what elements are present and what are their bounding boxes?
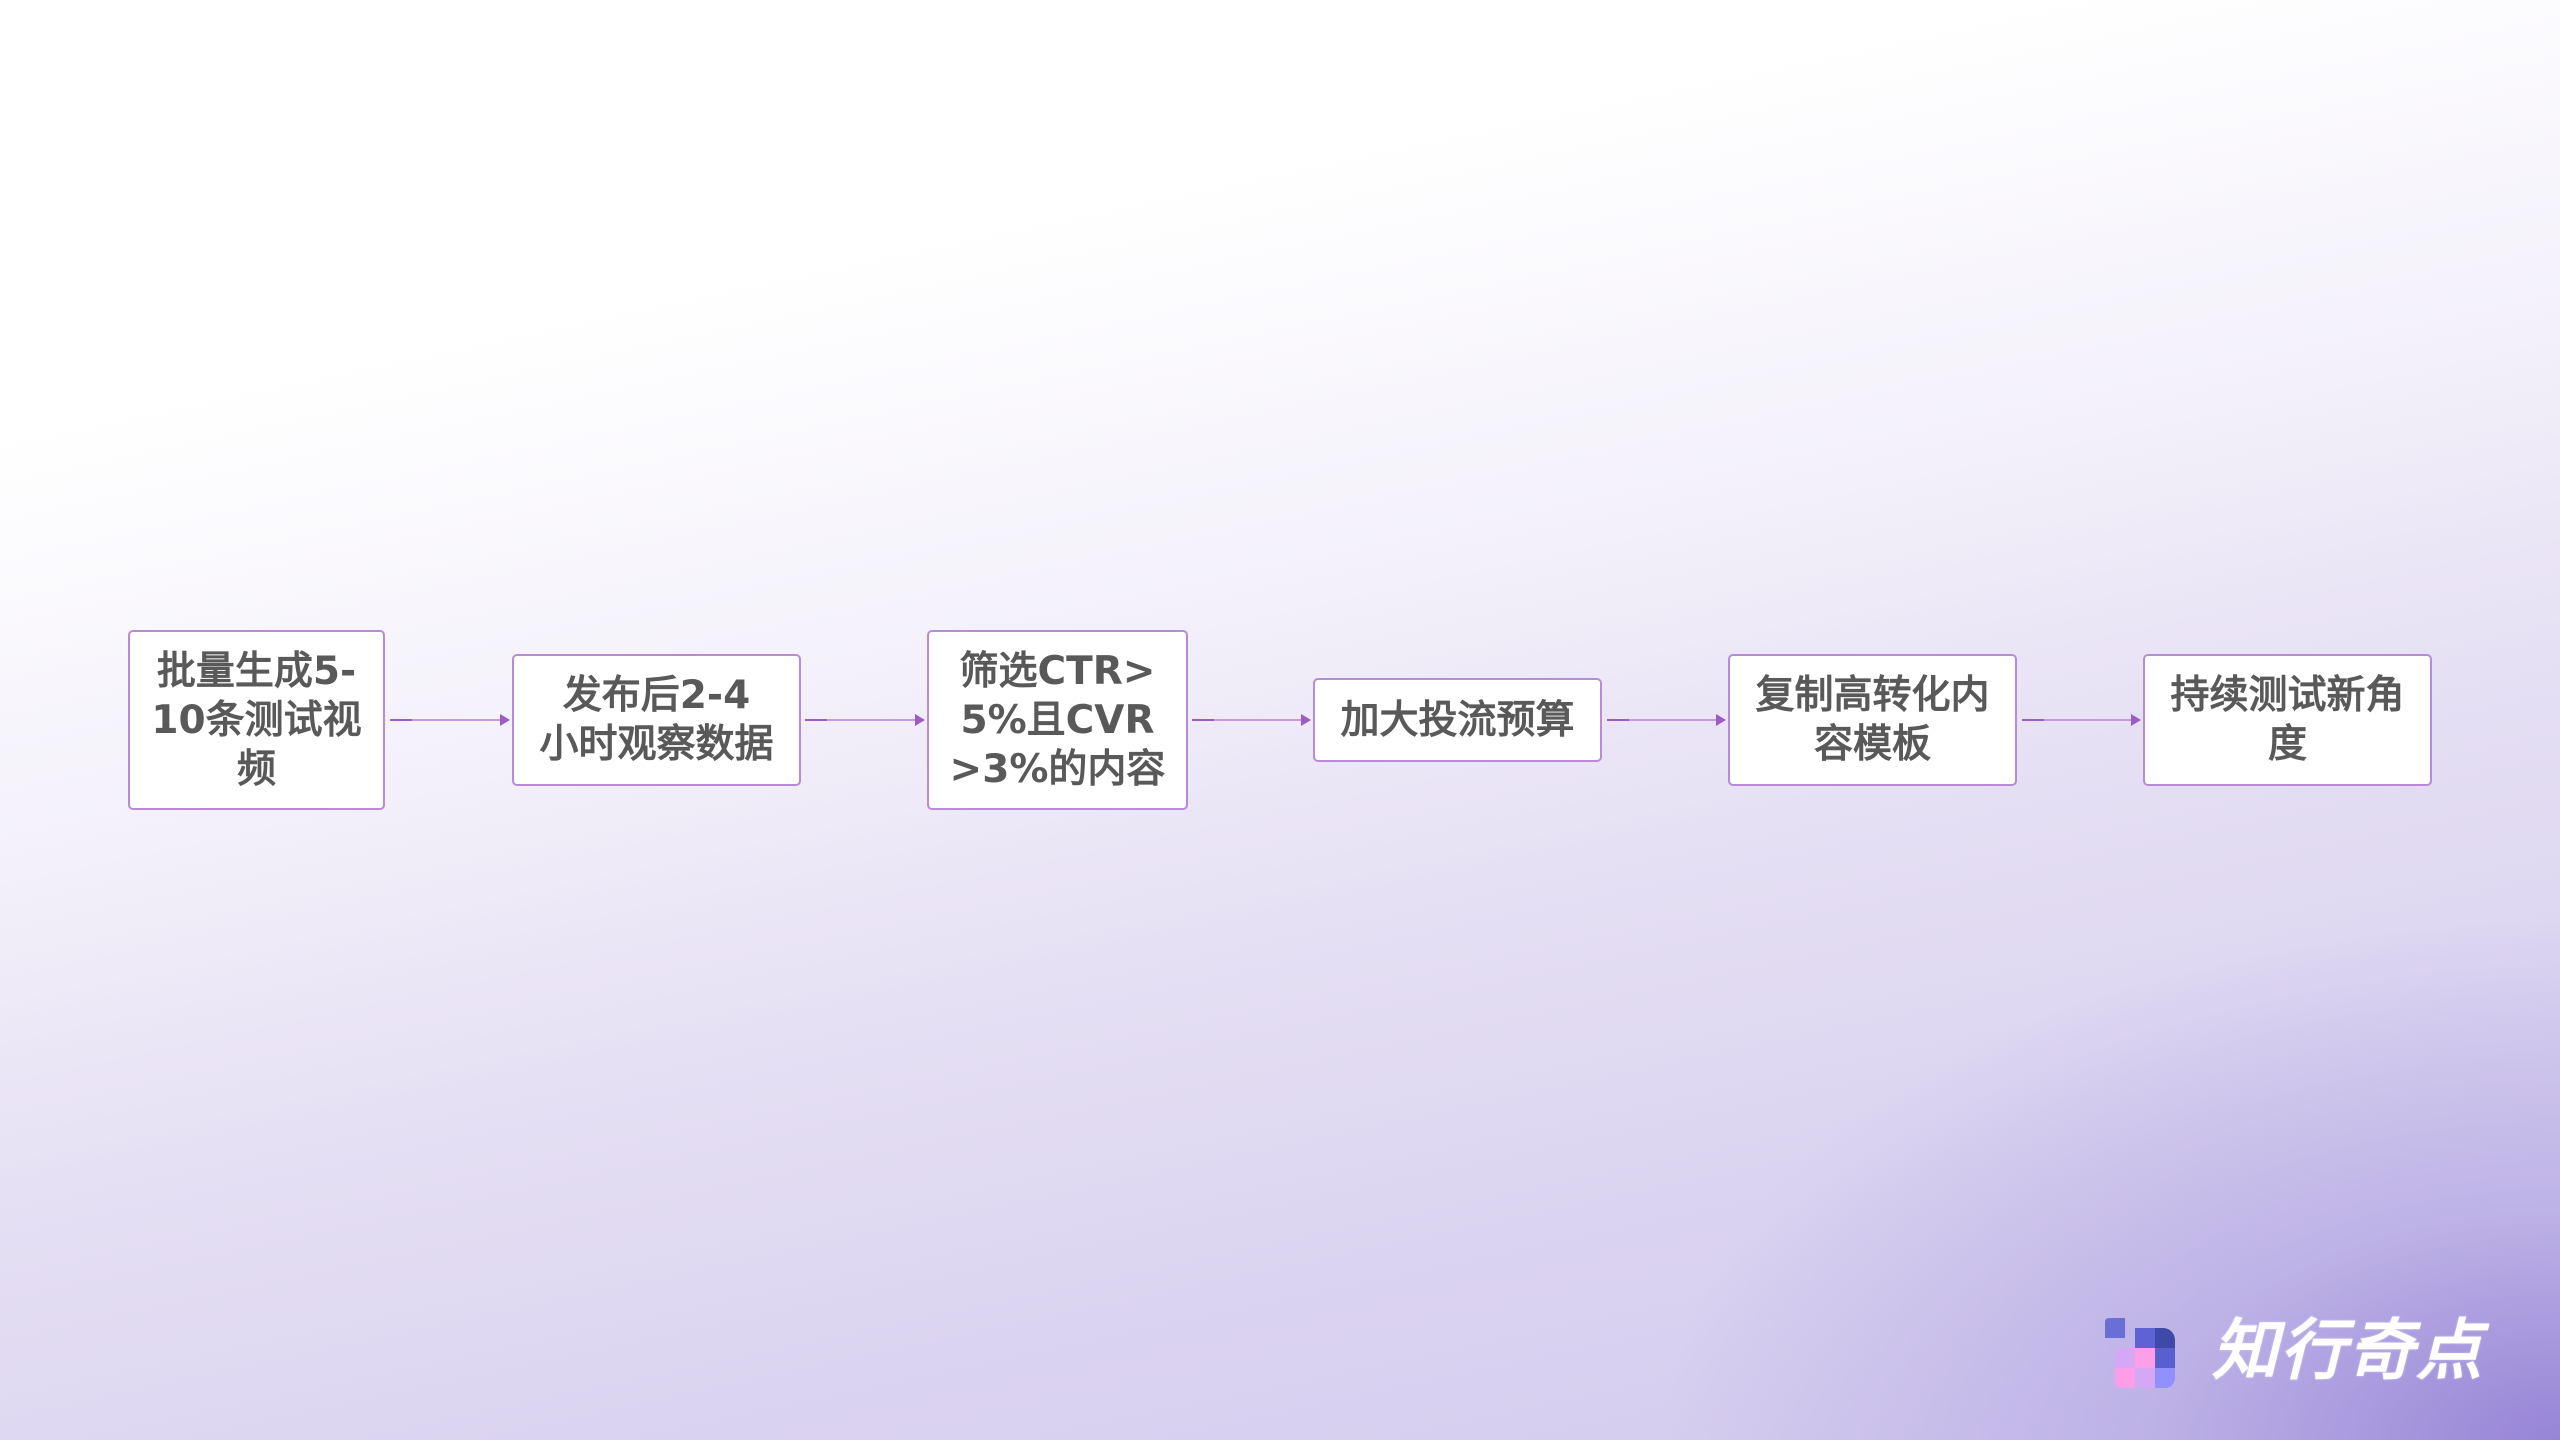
flow-node-filter-ctr-cvr: 筛选CTR> 5%且CVR >3%的内容 [927,630,1188,810]
node-text: 持续测试新角 度 [2170,671,2404,769]
node-line: 频 [236,746,276,792]
pixel-grid-logo-icon [2100,1312,2176,1390]
flow-node-increase-budget: 加大投流预算 [1313,678,1602,762]
node-line: 5%且CVR [960,697,1155,743]
arrow-n2-to-n3 [805,714,925,726]
node-line: 加大投流预算 [1340,697,1575,743]
arrow-n1-to-n2 [390,714,510,726]
node-line: 复制高转化内 [1755,673,1990,718]
node-text: 发布后2-4 小时观察数据 [539,671,773,769]
node-line: 持续测试新角 [2170,673,2405,718]
node-line: 批量生成5- [156,648,357,694]
node-line: 筛选CTR> [959,648,1156,694]
node-line: 小时观察数据 [539,722,774,767]
arrow-n5-to-n6 [2022,714,2141,726]
node-text: 批量生成5- 10条测试视 频 [151,647,361,794]
flow-node-batch-generate: 批量生成5- 10条测试视 频 [128,630,385,810]
brand-logo: 知行奇点 [2100,1312,2484,1390]
node-line: >3%的内容 [949,746,1166,792]
brand-name: 知行奇点 [2212,1312,2484,1389]
node-line: 发布后2-4 [562,673,751,718]
node-text: 筛选CTR> 5%且CVR >3%的内容 [950,647,1166,794]
node-line: 容模板 [1813,722,1931,767]
arrow-n3-to-n4 [1192,714,1311,726]
flow-node-observe-data: 发布后2-4 小时观察数据 [512,654,801,786]
arrow-n4-to-n5 [1607,714,1726,726]
node-line: 10条测试视 [151,697,362,743]
node-text: 加大投流预算 [1340,696,1574,745]
node-text: 复制高转化内 容模板 [1755,671,1989,769]
node-line: 度 [2267,722,2307,767]
flow-node-copy-template: 复制高转化内 容模板 [1728,654,2017,786]
flow-node-test-new-angles: 持续测试新角 度 [2143,654,2432,786]
